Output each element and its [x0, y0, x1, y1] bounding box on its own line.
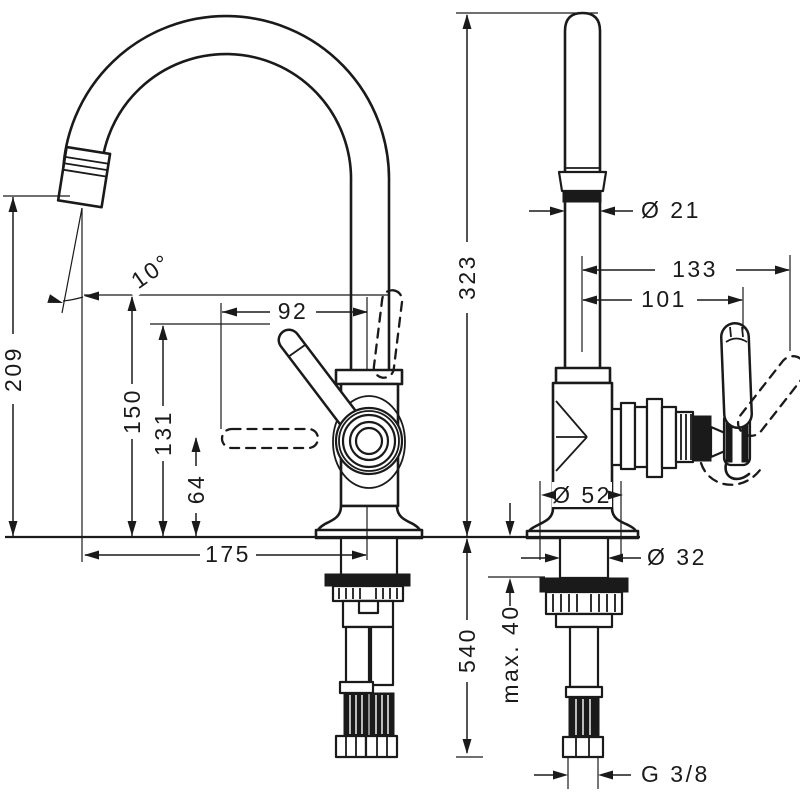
dim-lever-reach: 92	[222, 298, 368, 324]
dim-height-64: 64	[183, 437, 209, 536]
hose-nut-right	[364, 734, 399, 759]
dim-total-height: 323	[454, 14, 480, 536]
dim-label-d52: Ø 52	[552, 482, 612, 508]
connector-nut-side	[561, 735, 605, 759]
dim-label-max40: max. 40	[497, 604, 523, 703]
side-view	[525, 11, 800, 759]
hose-band	[338, 680, 375, 695]
connector-nut-facets	[575, 738, 590, 756]
cartridge-hatch	[680, 414, 692, 460]
below-deck-side	[539, 536, 629, 759]
lever-position-dashed-horizontal	[220, 427, 320, 450]
dim-height-150: 150	[119, 296, 145, 536]
lever-swing-arc	[699, 461, 762, 486]
faucet-body-side	[525, 322, 800, 540]
dim-hose-length: 540	[454, 538, 480, 754]
pipe-joint-collar	[557, 170, 608, 193]
nut-hatch	[552, 594, 616, 612]
dim-body-diameter: Ø 52	[541, 482, 623, 508]
handle-boss-rings	[334, 406, 404, 476]
dim-label-64: 64	[183, 474, 209, 505]
dim-handle-reach-101: 101	[582, 286, 743, 312]
dim-spout-angle: 10°	[47, 242, 183, 303]
body-collar-side	[554, 366, 612, 385]
braid-texture-side	[575, 699, 591, 735]
angle-arc	[62, 296, 84, 302]
dim-label-133: 133	[672, 256, 718, 282]
dim-height-131: 131	[150, 325, 176, 536]
seal-washer-front	[324, 573, 411, 587]
dim-max-deck-thickness: max. 40	[497, 503, 523, 704]
shank-front	[339, 536, 399, 577]
nut-facets	[345, 737, 388, 756]
flange-hatch	[338, 588, 398, 599]
dim-label-d21: Ø 21	[641, 197, 701, 223]
below-deck-front	[324, 536, 411, 759]
front-view	[56, 14, 424, 759]
dimensions-side: 323 540 Ø 21 133	[454, 12, 791, 789]
valve-cartridge	[610, 397, 752, 479]
dim-label-540: 540	[454, 627, 480, 673]
hose-right	[369, 625, 395, 687]
mounting-nut-side	[544, 590, 624, 616]
dim-label-131: 131	[150, 410, 176, 456]
handle-lever-side	[720, 322, 753, 429]
faucet-body-front	[220, 289, 424, 540]
handle-lever-front	[277, 328, 364, 435]
dim-handle-reach-133: 133	[582, 256, 790, 282]
spout-gooseneck	[56, 14, 391, 380]
dim-label-101: 101	[641, 286, 687, 312]
base-trumpet-front	[316, 504, 422, 533]
step-block	[554, 612, 614, 629]
tailpipe	[568, 625, 600, 689]
dim-connection-thread: G 3/8	[534, 761, 710, 787]
braid-side	[568, 696, 600, 738]
dim-label-209: 209	[0, 346, 26, 392]
valve-cone-lines	[555, 400, 588, 472]
mounting-flange-front	[331, 584, 405, 603]
handle-hook	[724, 462, 751, 481]
lever-position-dashed-vertical	[372, 289, 404, 379]
dim-label-92: 92	[278, 298, 309, 324]
hose-left	[344, 625, 371, 687]
dim-label-323: 323	[454, 254, 480, 300]
dim-label-175: 175	[205, 541, 251, 567]
lever-position-dashed-side	[736, 355, 800, 437]
dim-spout-reach: 175	[84, 541, 367, 567]
center-tab	[357, 599, 380, 615]
dim-spout-height: 209	[0, 197, 26, 536]
dim-label-150: 150	[119, 388, 145, 434]
dim-spout-pipe-diameter: Ø 21	[529, 197, 701, 223]
hose-nut-left	[334, 734, 368, 759]
ext-outlet-axis-tilted	[61, 207, 83, 314]
body-bulge	[332, 395, 406, 489]
dim-label-g38: G 3/8	[641, 761, 710, 787]
dim-shank-diameter: Ø 32	[521, 544, 707, 570]
seal-washer-side	[539, 577, 629, 593]
base-trumpet-side	[527, 506, 638, 534]
tailpipe-collar	[564, 685, 604, 699]
braid-texture	[349, 695, 389, 734]
dim-label-d32: Ø 32	[647, 544, 707, 570]
shank-side	[558, 536, 610, 580]
spout-aerator-tip	[56, 145, 112, 209]
pipe-joint-band	[562, 190, 602, 203]
